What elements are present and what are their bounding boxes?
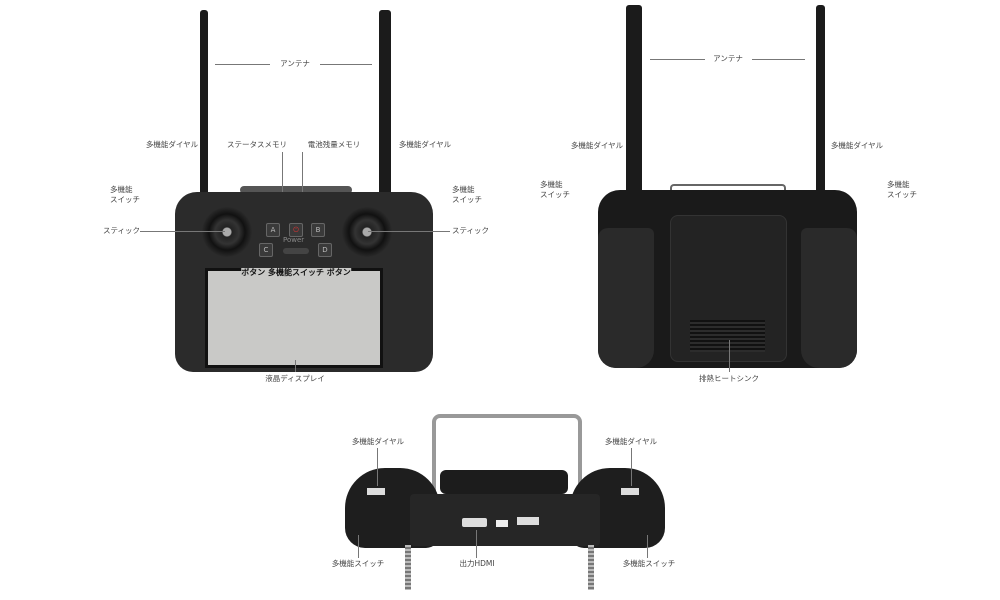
button-b: B <box>311 223 325 237</box>
lcd-screen <box>205 268 383 368</box>
label-heatsink: 排熱ヒートシンク <box>699 374 759 383</box>
right-dial <box>621 488 639 495</box>
usb-a-port <box>517 517 539 525</box>
power-label: Power <box>283 236 305 244</box>
label-switch-left: 多機能スイッチ <box>110 185 140 204</box>
label-switch-left: 多機能スイッチ <box>540 180 570 199</box>
label-antenna: アンテナ <box>713 54 743 63</box>
handle-bar <box>670 184 786 194</box>
left-grip <box>598 228 654 368</box>
label-antenna: アンテナ <box>280 59 310 68</box>
button-a: A <box>266 223 280 237</box>
left-stick <box>202 207 252 257</box>
power-icon: ⏻ <box>289 223 303 237</box>
usb-port <box>496 520 508 527</box>
label-battery-memory: 電池残量メモリ <box>307 140 361 149</box>
label-buttons-switch: ボタン 多機能スイッチ ボタン <box>241 268 351 278</box>
left-stick-shaft <box>405 545 411 590</box>
label-dial-right: 多機能ダイヤル <box>830 141 884 150</box>
label-switch-left: 多機能スイッチ <box>331 559 385 568</box>
center-switch <box>283 248 309 254</box>
label-dial-left: 多機能ダイヤル <box>145 140 199 149</box>
button-c: C <box>259 243 273 257</box>
label-dial-right: 多機能ダイヤル <box>604 437 658 446</box>
label-switch-right: 多機能スイッチ <box>622 559 676 568</box>
right-stick <box>342 207 392 257</box>
right-antenna <box>816 5 825 195</box>
label-stick-right: スティック <box>452 226 490 235</box>
button-d: D <box>318 243 332 257</box>
label-status-memory: ステータスメモリ <box>227 140 287 149</box>
left-antenna <box>200 10 208 195</box>
label-dial-left: 多機能ダイヤル <box>570 141 624 150</box>
label-dial-right: 多機能ダイヤル <box>398 140 452 149</box>
left-dial <box>367 488 385 495</box>
right-grip <box>801 228 857 368</box>
label-dial-left: 多機能ダイヤル <box>351 437 405 446</box>
handle-bar <box>240 186 352 194</box>
hdmi-port <box>462 518 487 527</box>
right-antenna <box>379 10 391 195</box>
left-antenna <box>626 5 642 195</box>
top-panel <box>440 470 568 494</box>
label-switch-right: 多機能スイッチ <box>887 180 917 199</box>
label-stick-left: スティック <box>103 226 141 235</box>
label-switch-right: 多機能スイッチ <box>452 185 482 204</box>
label-display: 液晶ディスプレイ <box>265 374 325 383</box>
label-hdmi: 出力HDMI <box>459 559 495 568</box>
handle-bar <box>432 414 582 498</box>
heatsink-vent <box>690 320 765 352</box>
right-stick-shaft <box>588 545 594 590</box>
